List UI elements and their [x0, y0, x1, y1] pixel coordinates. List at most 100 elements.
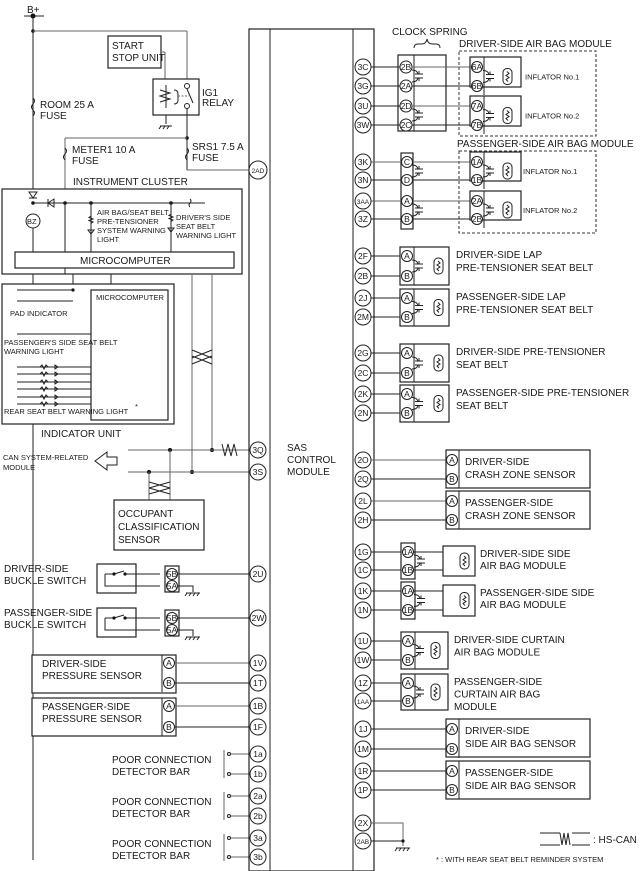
connector-pin [401, 311, 413, 323]
srs1-fuse-label: SRS1 7.5 A [192, 142, 244, 153]
ocs-label: SENSOR [118, 535, 160, 546]
ig1-label-1: IG1 [202, 88, 219, 99]
driver-airbag-title: DRIVER-SIDE AIR BAG MODULE [459, 39, 612, 50]
connector-pin [163, 677, 175, 689]
connector-pin [401, 195, 413, 207]
connector-pin [354, 171, 372, 189]
side-airbag-box [442, 584, 476, 617]
connector-pin-label: 1a [253, 749, 263, 759]
occupant-classification-sensor: OCCUPANT CLASSIFICATION SENSOR [113, 499, 205, 551]
connector-pin [354, 543, 372, 561]
connector-pin-label: B [404, 368, 410, 378]
warning-light-icon [39, 401, 59, 408]
connector-pin-label: 3Z [358, 214, 368, 224]
connector-pin-label: 1Z [358, 678, 368, 688]
connector-pin [354, 153, 372, 171]
start-stop-label-2: STOP UNIT [112, 53, 165, 64]
connector-pin-label: A [449, 455, 455, 465]
connector-pin [163, 700, 175, 712]
squib-icon [482, 70, 494, 83]
squib-icon [411, 69, 423, 83]
connector-pin [354, 77, 372, 95]
connector-pin [249, 463, 267, 481]
connector-pin-label: 2A [472, 196, 483, 206]
side-sensor-label-2: SIDE AIR BAG SENSOR [465, 739, 576, 750]
connector-pin-label: C [404, 157, 410, 167]
pressure-sensor-label: DRIVER-SIDE [42, 659, 107, 670]
connector-pin-label: 1F [253, 722, 263, 732]
driver-light-label: DRIVER'S SIDE [176, 213, 230, 222]
module-boundary [458, 50, 597, 137]
connector-pin-label: 1b [253, 769, 263, 779]
sas-control-module: SAS CONTROL MODULE [248, 28, 375, 871]
relay-winding-icon [173, 89, 179, 105]
side-airbag-box [442, 545, 476, 577]
srs1-fuse-label-2: FUSE [192, 153, 219, 164]
ground-icon [394, 847, 410, 852]
connector-pin-label: 2N [358, 408, 369, 418]
rear-light-label: REAR SEAT BELT WARNING LIGHT [4, 407, 129, 416]
connector-pin-label: B [166, 678, 172, 688]
inflator-icon [459, 592, 470, 609]
connector-pin [354, 451, 372, 469]
connector-pin-label: A [449, 766, 455, 776]
squib-icon [411, 259, 423, 273]
pretensioner-label-2: PRE-TENSIONER SEAT BELT [456, 263, 593, 274]
connector-pin [354, 247, 372, 265]
crash-sensor-label-2: CRASH ZONE SENSOR [465, 470, 576, 481]
connector-pin-label: B [404, 214, 410, 224]
connector-pin-label: 1J [359, 724, 368, 734]
instrument-cluster-title: INSTRUMENT CLUSTER [73, 177, 188, 188]
passenger-connector [400, 152, 414, 230]
can-bus: CAN SYSTEM-RELATED MODULE [3, 274, 250, 500]
connector-pin [354, 210, 372, 228]
crash-sensor-box [445, 449, 591, 489]
connector-pin [401, 367, 413, 379]
connector-pin [249, 848, 267, 866]
connector-pin-label: 1B [253, 701, 264, 711]
warning-light-icon [39, 371, 59, 378]
switch-icon [104, 614, 160, 631]
connector-pin-label: 2H [358, 515, 369, 525]
connector-pin-label: 2L [358, 496, 368, 506]
warning-light-icon [87, 215, 95, 235]
buckle-switch-box [96, 563, 137, 594]
room-fuse: ROOM 25 A FUSE [31, 97, 94, 122]
terminal [227, 814, 231, 818]
start-stop-label-1: START [112, 41, 144, 52]
connector-pin-label: 1W [357, 655, 370, 665]
connector-pin-label: B [405, 655, 411, 665]
connector-pin-label: A [449, 724, 455, 734]
connector-pin [354, 511, 372, 529]
twisted-pair-icon [191, 349, 213, 365]
connector-pin-label: 3AA [357, 199, 370, 206]
passenger-light-label: WARNING LIGHT [4, 347, 65, 356]
ground-icon [158, 125, 172, 130]
inflator-label: INFLATOR No.2 [523, 206, 577, 215]
connector-pin-label: 3N [358, 175, 369, 185]
connector-pin-label: 3b [253, 852, 263, 862]
connector-pin-label: 1M [357, 744, 369, 754]
connector-pin [249, 807, 267, 825]
connector-pin [249, 745, 267, 763]
squib-icon [411, 301, 423, 314]
legend-hs-can: : HS-CAN [593, 835, 637, 846]
connector-pin [401, 407, 413, 419]
inflator-icon [433, 395, 444, 412]
detector-bar-label-2: DETECTOR BAR [112, 851, 190, 862]
fuse-icon [31, 97, 35, 117]
curtain-airbag-label: AIR BAG MODULE [454, 648, 540, 659]
connector-pin [471, 61, 483, 73]
connector-pin [354, 781, 372, 799]
connector-pin [471, 156, 483, 168]
passenger-airbag-title: PASSENGER-SIDE AIR BAG MODULE [457, 139, 634, 150]
